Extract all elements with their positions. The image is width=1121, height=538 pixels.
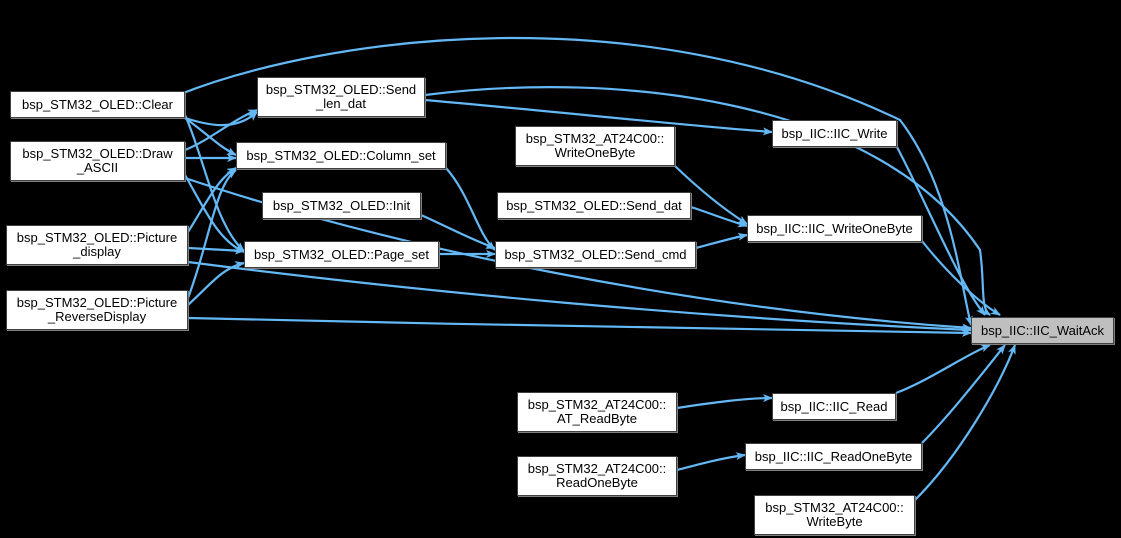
graph-node-send_dat[interactable]: bsp_STM32_OLED::Send_dat	[497, 192, 691, 219]
graph-node-picture_reverse[interactable]: bsp_STM32_OLED::Picture _ReverseDisplay	[6, 290, 188, 330]
graph-node-at24_writebyte[interactable]: bsp_STM32_AT24C00:: WriteByte	[754, 495, 915, 535]
graph-edge	[187, 260, 972, 334]
graph-node-iic_waitack[interactable]: bsp_IIC::IIC_WaitAck	[971, 317, 1114, 344]
graph-edge	[187, 261, 245, 306]
graph-edge	[690, 205, 748, 228]
graph-node-picture_display[interactable]: bsp_STM32_OLED::Picture _display	[6, 225, 188, 265]
graph-node-send_len_dat[interactable]: bsp_STM32_OLED::Send _len_dat	[257, 77, 425, 117]
graph-edge	[676, 394, 773, 410]
graph-edge	[914, 344, 1017, 501]
graph-edge	[420, 213, 496, 250]
graph-node-init[interactable]: bsp_STM32_OLED::Init	[262, 192, 421, 219]
graph-edge	[424, 86, 991, 316]
graph-node-iic_writeonebyte[interactable]: bsp_IIC::IIC_WriteOneByte	[747, 215, 922, 242]
graph-edge	[921, 240, 1001, 316]
graph-edge	[895, 343, 991, 395]
graph-node-iic_write[interactable]: bsp_IIC::IIC_Write	[772, 120, 897, 147]
graph-edge	[676, 452, 746, 472]
graph-edge	[184, 108, 258, 152]
graph-node-iic_read[interactable]: bsp_IIC::IIC_Read	[772, 393, 896, 420]
graph-edge	[183, 114, 245, 252]
graph-edge	[187, 316, 972, 337]
graph-node-send_cmd[interactable]: bsp_STM32_OLED::Send_cmd	[495, 241, 696, 268]
graph-edge	[921, 344, 1006, 444]
graph-edge	[177, 36, 973, 326]
graph-node-iic_readonebyte[interactable]: bsp_IIC::IIC_ReadOneByte	[745, 443, 922, 470]
graph-node-column_set[interactable]: bsp_STM32_OLED::Column_set	[236, 142, 446, 169]
graph-edge	[674, 165, 748, 225]
graph-edge	[695, 232, 748, 250]
graph-node-at24_writeonebyte[interactable]: bsp_STM32_AT24C00:: WriteOneByte	[515, 126, 675, 166]
graph-edge	[184, 117, 237, 156]
graph-edge	[187, 246, 245, 255]
graph-node-at_readbyte[interactable]: bsp_STM32_AT24C00:: AT_ReadByte	[517, 392, 677, 432]
graph-node-page_set[interactable]: bsp_STM32_OLED::Page_set	[244, 241, 439, 268]
graph-node-clear[interactable]: bsp_STM32_OLED::Clear	[10, 91, 185, 118]
graph-edge	[186, 169, 237, 299]
graph-node-draw_ascii[interactable]: bsp_STM32_OLED::Draw _ASCII	[10, 141, 185, 181]
graph-node-at24_readonebyte[interactable]: bsp_STM32_AT24C00:: ReadOneByte	[517, 456, 677, 496]
graph-edge	[424, 98, 773, 136]
graph-edge	[896, 146, 986, 316]
